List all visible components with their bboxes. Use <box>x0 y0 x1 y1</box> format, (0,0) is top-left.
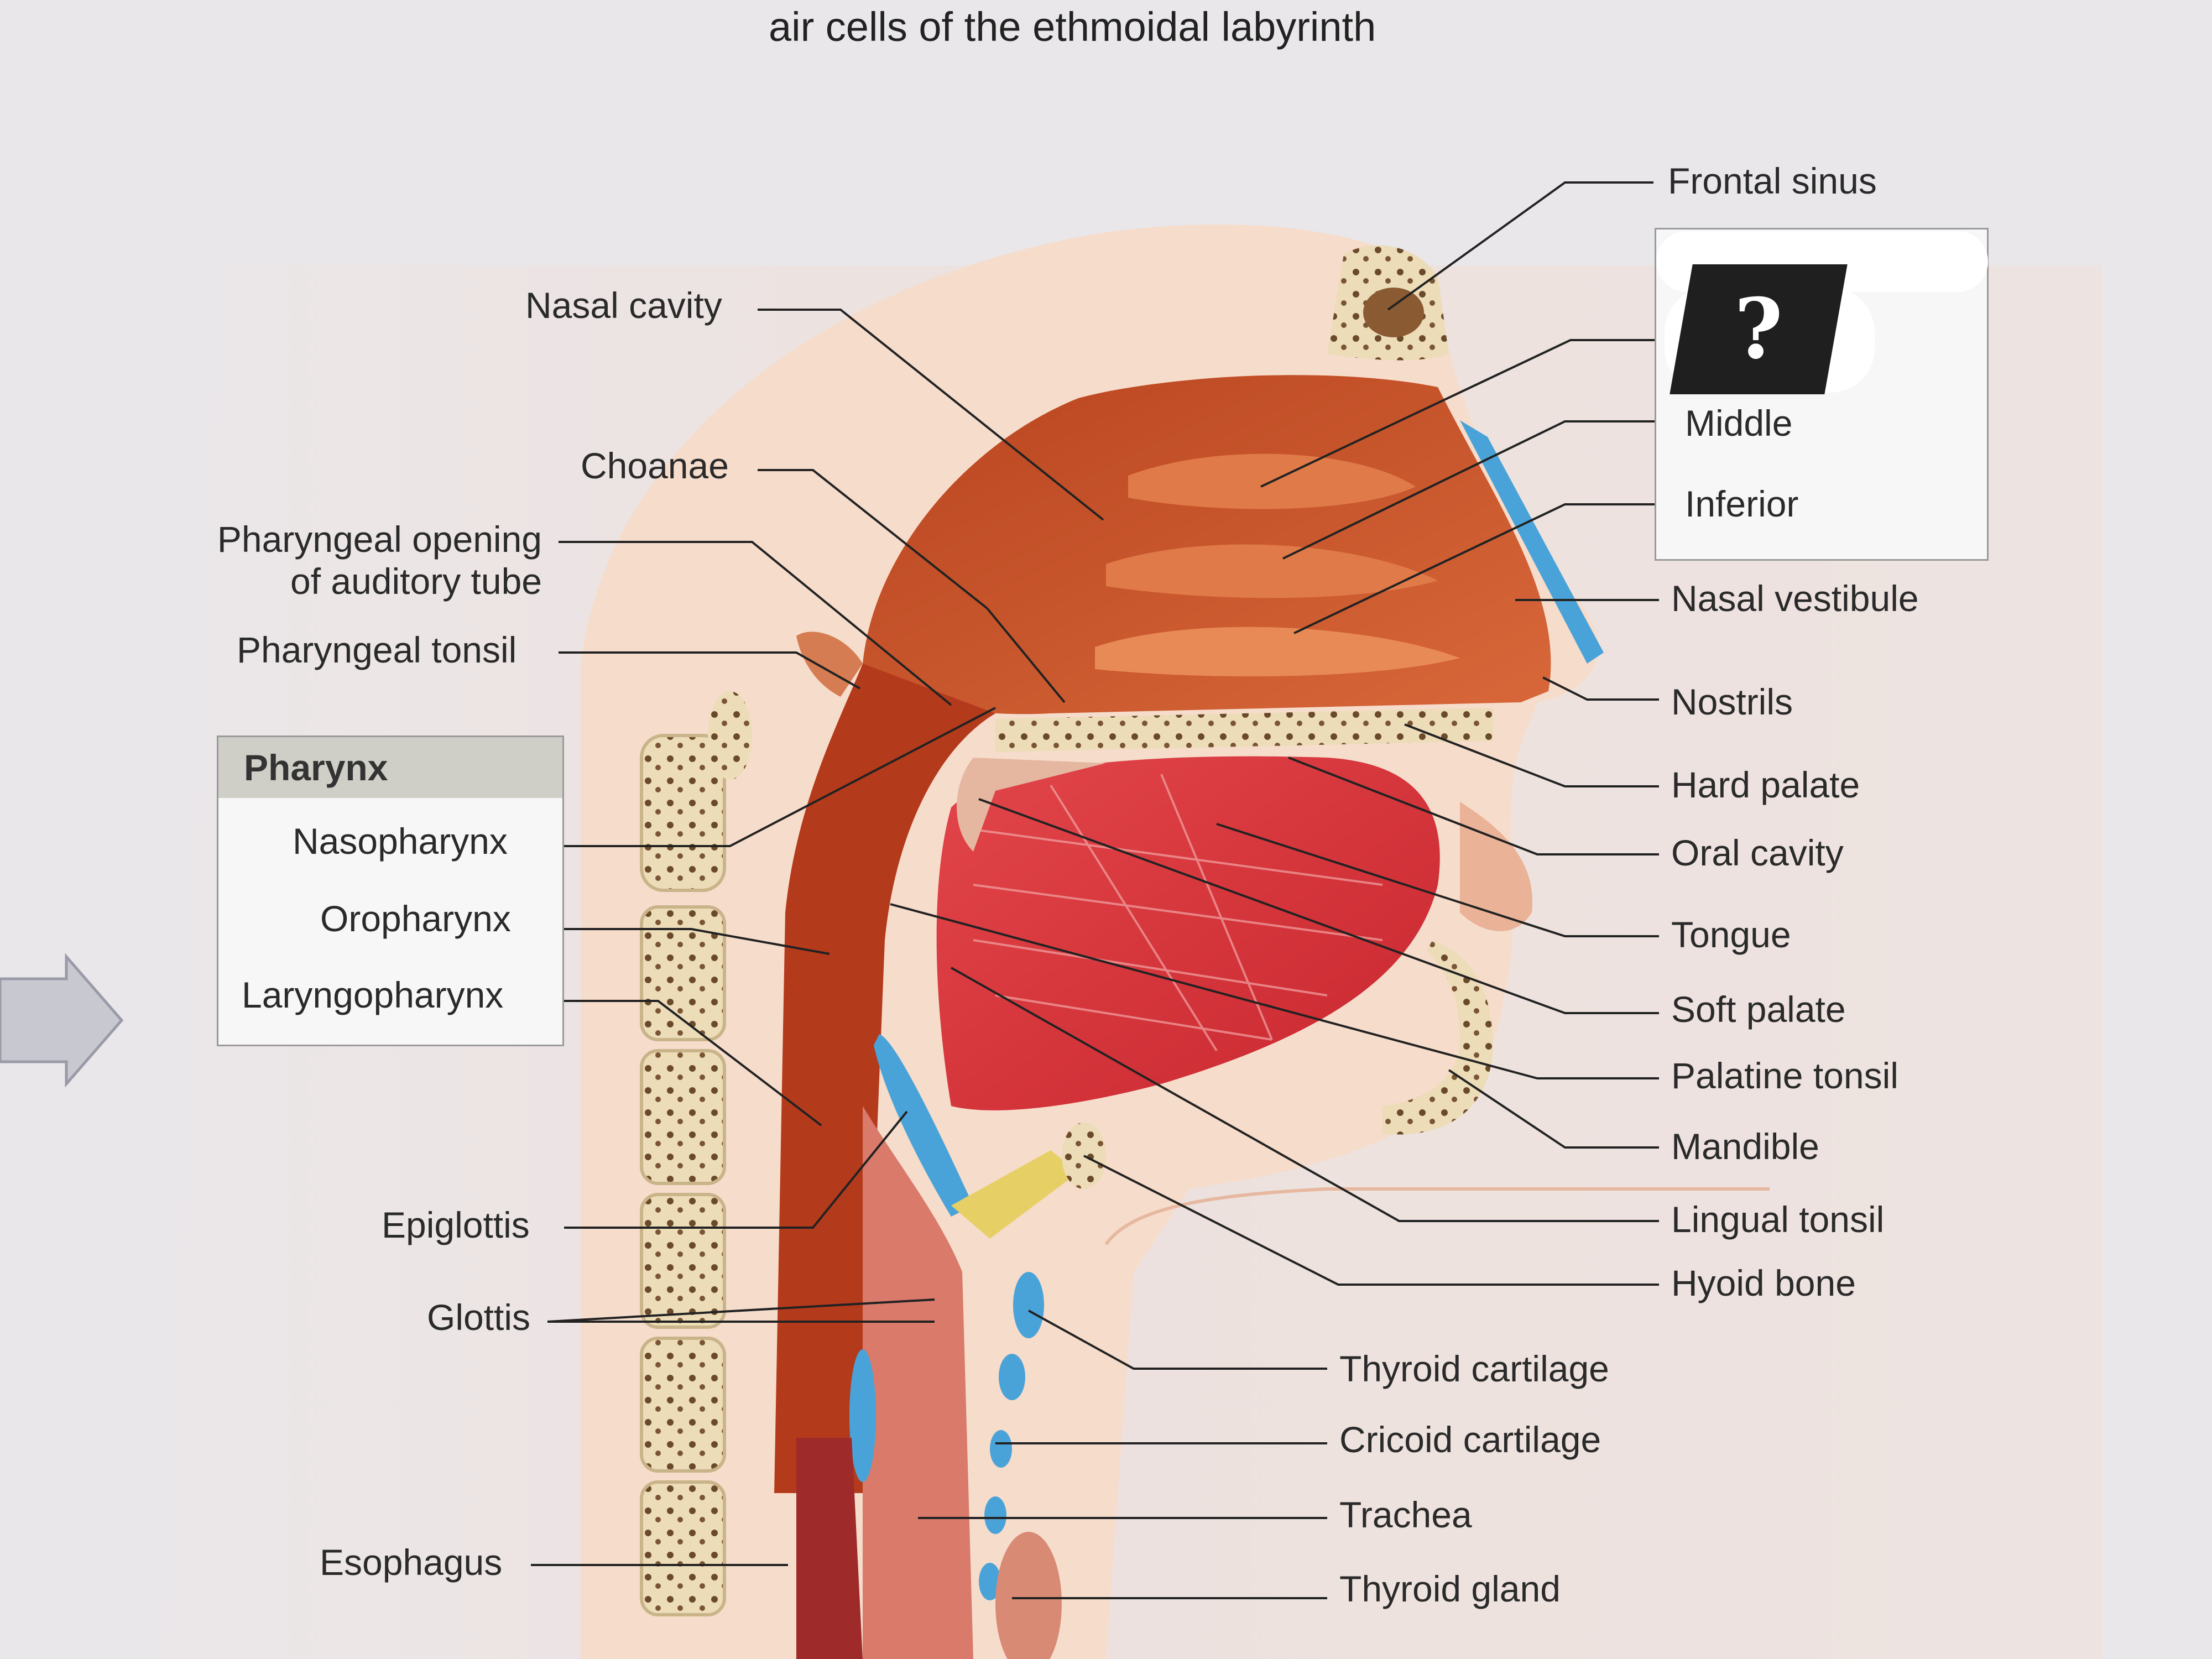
label-soft-palate: Soft palate <box>1671 989 1846 1030</box>
label-mandible: Mandible <box>1671 1126 1819 1167</box>
label-nasopharynx: Nasopharynx <box>293 821 508 862</box>
label-thyroid-cartilage: Thyroid cartilage <box>1339 1348 1609 1389</box>
label-pharyngeal-opening-line1: Pharyngeal opening <box>217 519 542 560</box>
nasal-cavity-shape <box>863 375 1551 714</box>
navigation-arrow-icon <box>0 953 124 1088</box>
label-inferior-concha: Inferior <box>1685 483 1799 524</box>
label-epiglottis: Epiglottis <box>382 1204 530 1245</box>
question-mark-text: ? <box>1734 280 1783 378</box>
soft-palate-shape <box>957 758 1106 852</box>
label-nasal-vestibule: Nasal vestibule <box>1671 578 1919 619</box>
label-lingual-tonsil: Lingual tonsil <box>1671 1199 1885 1240</box>
pharynx-legend-box: Pharynx Nasopharynx Oropharynx Laryngoph… <box>217 735 564 1046</box>
label-trachea: Trachea <box>1339 1494 1472 1535</box>
label-frontal-sinus: Frontal sinus <box>1668 160 1877 201</box>
lip-shape <box>1460 802 1533 931</box>
label-oral-cavity: Oral cavity <box>1671 832 1844 873</box>
label-pharyngeal-opening: Pharyngeal opening of auditory tube <box>188 519 542 603</box>
frontal-sinus-shape <box>1327 245 1449 361</box>
pharynx-box-title: Pharynx <box>218 737 562 798</box>
tongue-shape <box>936 756 1440 1110</box>
label-glottis: Glottis <box>427 1297 531 1338</box>
top-caption: air cells of the ethmoidal labyrinth <box>769 4 1376 50</box>
leader-lines <box>531 181 1665 1599</box>
larynx-shape <box>796 1034 1078 1659</box>
hard-palate-shape <box>995 708 1493 752</box>
neck-outline <box>1104 1187 1770 1245</box>
label-nasal-cavity: Nasal cavity <box>525 285 722 326</box>
label-hyoid-bone: Hyoid bone <box>1671 1262 1856 1303</box>
label-choanae: Choanae <box>581 445 729 486</box>
label-pharyngeal-tonsil: Pharyngeal tonsil <box>237 629 517 670</box>
label-nostrils: Nostrils <box>1671 681 1793 722</box>
label-palatine-tonsil: Palatine tonsil <box>1671 1055 1898 1096</box>
question-mark-icon: ? <box>1670 264 1848 394</box>
label-middle-concha: Middle <box>1685 403 1793 444</box>
mandible-shape <box>1383 940 1493 1135</box>
label-laryngopharynx: Laryngopharynx <box>242 974 504 1015</box>
label-esophagus: Esophagus <box>320 1542 503 1583</box>
vertebral-column-shape <box>640 691 752 1616</box>
label-cricoid-cartilage: Cricoid cartilage <box>1339 1419 1601 1460</box>
label-oropharynx: Oropharynx <box>320 898 511 939</box>
label-hard-palate: Hard palate <box>1671 764 1860 805</box>
label-tongue: Tongue <box>1671 914 1791 955</box>
label-pharyngeal-opening-line2: of auditory tube <box>290 560 542 602</box>
label-thyroid-gland: Thyroid gland <box>1339 1568 1561 1609</box>
nasal-cartilage-shape <box>1460 420 1604 664</box>
